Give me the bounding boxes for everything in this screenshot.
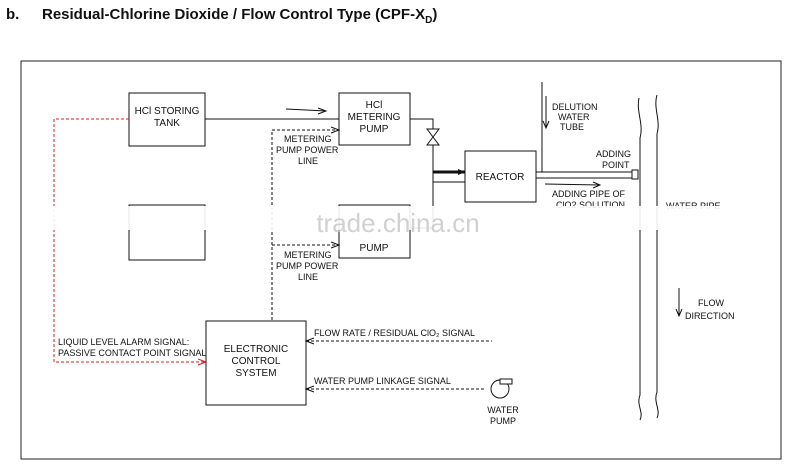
dilution-label-line1: DELUTION xyxy=(552,102,598,112)
dilution-arrowhead xyxy=(542,120,550,130)
adding-pipe-label-line2: ClO2 SOLUTION xyxy=(556,200,625,210)
water-pipe-left-wall xyxy=(637,97,642,421)
pump-signal-arrowhead xyxy=(304,385,315,393)
adding-point-label-line1: ADDING xyxy=(596,149,631,159)
reactor-label: REACTOR xyxy=(476,172,525,183)
watermark-text: trade.china.cn xyxy=(316,208,479,238)
power-line-1 xyxy=(271,129,339,320)
section-title-suffix: ) xyxy=(432,6,438,23)
hcl-metering-pump-box xyxy=(338,92,411,146)
hcl-storing-tank-box xyxy=(128,92,206,147)
power-line-2-label-line1: METERING xyxy=(284,250,332,260)
alarm-signal-arrowhead xyxy=(197,358,208,366)
control-label-line3: SYSTEM xyxy=(235,368,276,379)
hcl-pump-label-line3: PUMP xyxy=(360,124,389,135)
tank-to-pump-arrowhead xyxy=(317,107,328,115)
adding-pipe-arrow xyxy=(544,183,601,186)
diagram-frame xyxy=(20,60,782,460)
section-title-subscript: D xyxy=(425,15,433,26)
section-title: b. Residual-Chlorine Dioxide / Flow Contr… xyxy=(6,6,437,26)
flow-direction-label-line1: FLOW xyxy=(698,298,725,308)
water-pump-outlet xyxy=(499,378,513,385)
second-pump-label: PUMP xyxy=(360,243,389,254)
pump-signal-label: WATER PUMP LINKAGE SIGNAL xyxy=(314,376,451,386)
dilution-label-line2: WATER xyxy=(558,112,590,122)
alarm-label-line1: LIQUID LEVEL ALARM SIGNAL: xyxy=(58,337,189,347)
power-line-2-label-line2: PUMP POWER xyxy=(276,261,339,271)
valve-icon xyxy=(426,128,440,146)
hcl-tank-label-line2: TANK xyxy=(154,118,180,129)
section-label: b. xyxy=(6,6,20,23)
hcl-pump-label-line2: METERING xyxy=(348,112,401,123)
power-line-1-label-line2: PUMP POWER xyxy=(276,145,339,155)
flow-signal-label: FLOW RATE / RESIDUAL ClO₂ SIGNAL xyxy=(314,328,475,338)
water-pump-label-line2: PUMP xyxy=(490,416,516,426)
adding-pipe-arrowhead xyxy=(592,181,602,189)
section-title-text: Residual-Chlorine Dioxide / Flow Control… xyxy=(42,6,426,23)
tank-to-pump-arrow xyxy=(285,108,327,112)
alarm-signal-line xyxy=(53,118,206,363)
adding-point-label-line2: POINT xyxy=(602,160,630,170)
dilution-label-line3: TUBE xyxy=(560,122,584,132)
feed-arrowhead xyxy=(458,169,465,175)
power-line-1-arrow xyxy=(330,126,341,134)
flow-direction-arrowhead xyxy=(675,308,683,318)
reactor-box xyxy=(464,150,537,203)
flow-signal-arrowhead xyxy=(304,337,315,345)
hcl-pump-label-line1: HCl xyxy=(366,100,383,111)
water-pipe-right-wall xyxy=(655,94,659,419)
control-label-line2: CONTROL xyxy=(232,356,281,367)
adding-point-marker xyxy=(631,169,639,180)
electronic-control-box xyxy=(205,320,307,406)
power-line-2-arrow xyxy=(330,241,341,249)
adding-pipe-label-line1: ADDING PIPE OF xyxy=(552,189,626,199)
watermark-band xyxy=(22,206,780,230)
power-line-1-label-line1: METERING xyxy=(284,134,332,144)
flow-direction-label-line2: DIRECTION xyxy=(685,311,735,321)
control-label-line1: ELECTRONIC xyxy=(224,344,288,355)
alarm-label-line2: PASSIVE CONTACT POINT SIGNAL xyxy=(58,348,206,358)
hcl-tank-label-line1: HCl STORING xyxy=(135,106,200,117)
water-pump-label-line1: WATER xyxy=(487,405,519,415)
power-line-1-label-line3: LINE xyxy=(298,156,318,166)
power-line-2-label-line3: LINE xyxy=(298,272,318,282)
